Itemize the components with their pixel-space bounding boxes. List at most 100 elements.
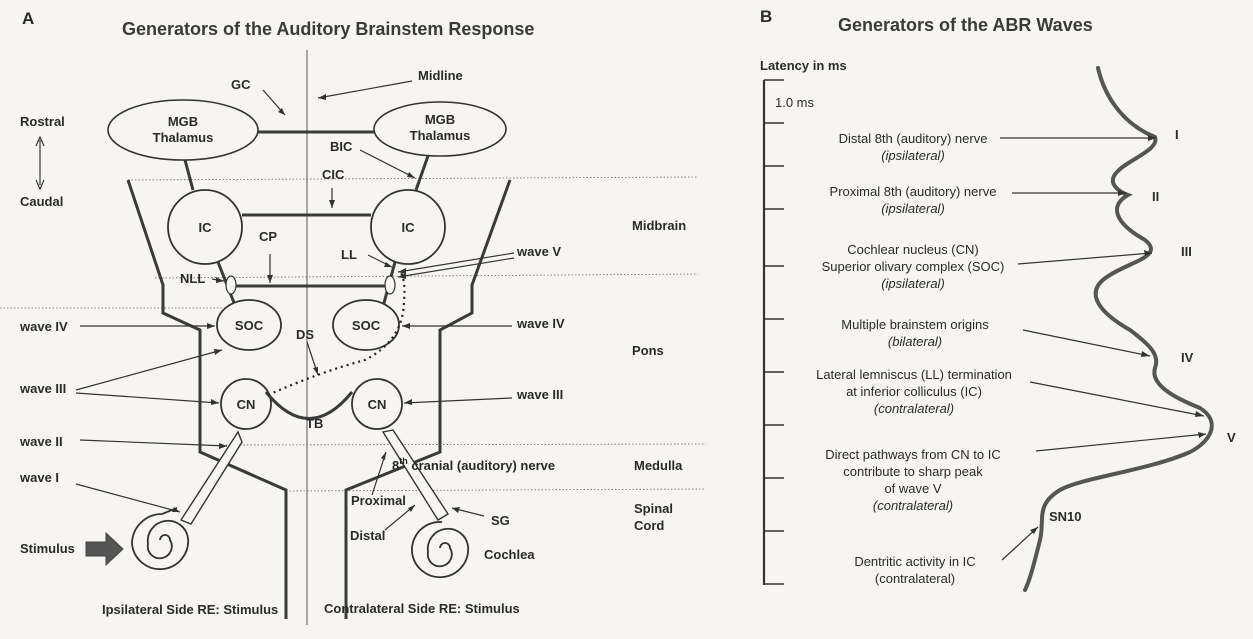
panel-a-title: Generators of the Auditory Brainstem Res… [122, 19, 534, 39]
ipsilateral-caption: Ipsilateral Side RE: Stimulus [102, 602, 278, 617]
wave-v-label: wave V [516, 244, 561, 259]
cn-right-label: CN [368, 397, 387, 412]
mgb-right-label-1: MGB [425, 112, 455, 127]
desc-6-line-1: Direct pathways from CN to IC [825, 447, 1001, 462]
abr-waveform [1023, 66, 1214, 592]
ic-left [167, 189, 243, 265]
gc-label: GC [231, 77, 251, 92]
desc-3-line-3: (ipsilateral) [881, 276, 945, 291]
desc-1-line-1: Distal 8th (auditory) nerve [839, 131, 988, 146]
ll-label: LL [341, 247, 357, 262]
desc-2-line-2: (ipsilateral) [881, 201, 945, 216]
contralateral-caption: Contralateral Side RE: Stimulus [324, 601, 520, 616]
nll-label: NLL [180, 271, 205, 286]
cn-left [220, 378, 272, 430]
cn-left-label: CN [237, 397, 256, 412]
desc-3-line-2: Superior olivary complex (SOC) [822, 259, 1005, 274]
wave-iii-marker: III [1181, 244, 1192, 259]
latency-axis-label: Latency in ms [760, 58, 847, 73]
midbrain-boundary-line [127, 176, 699, 181]
stimulus-label: Stimulus [20, 541, 75, 556]
panel-b: B Generators of the ABR Waves Latency in… [760, 7, 1236, 592]
brainstem-outline-right [344, 179, 512, 619]
panel-b-title: Generators of the ABR Waves [838, 15, 1093, 35]
cochlea-right [411, 521, 470, 579]
ds-label: DS [296, 327, 314, 342]
desc-1-line-2: (ipsilateral) [881, 148, 945, 163]
spinal-label-1: Spinal [634, 501, 673, 516]
mgb-left-label-1: MGB [168, 114, 198, 129]
wave-iii-left-label: wave III [19, 381, 66, 396]
bic-tract-right [414, 155, 430, 191]
arrowheads-b [1030, 135, 1206, 534]
wave-i-label: wave I [19, 470, 59, 485]
cochlea-left [131, 507, 190, 571]
trapezoid-body [264, 391, 354, 420]
proximal-label: Proximal [351, 493, 406, 508]
desc-7-line-2: (contralateral) [875, 571, 955, 586]
desc-5-line-3: (contralateral) [874, 401, 954, 416]
wave-i-marker: I [1175, 127, 1179, 142]
ic-right-label: IC [402, 220, 416, 235]
tick-label: 1.0 ms [775, 95, 815, 110]
nll-right [384, 275, 396, 295]
desc-7-line-1: Dentritic activity in IC [854, 554, 975, 569]
latency-ticks [764, 79, 784, 585]
auditory-nerve-right [381, 429, 449, 521]
wave-iv-marker: IV [1181, 350, 1194, 365]
leader-lines-a [75, 80, 515, 531]
sn10-marker: SN10 [1049, 509, 1082, 524]
medulla-spinal-boundary-line [285, 488, 707, 492]
panel-a: A Generators of the Auditory Brainstem R… [0, 9, 707, 625]
leader-lines-b [1000, 137, 1207, 561]
soc-right [332, 299, 400, 351]
soc-left-label: SOC [235, 318, 264, 333]
mgb-right-label-2: Thalamus [410, 128, 471, 143]
wave-iv-left-label: wave IV [19, 319, 68, 334]
spinal-label-2: Cord [634, 518, 664, 533]
wave-ii-label: wave II [19, 434, 63, 449]
mgb-right [373, 101, 507, 157]
ic-left-label: IC [199, 220, 213, 235]
medulla-label: Medulla [634, 458, 683, 473]
mgb-left [107, 99, 259, 161]
bic-tract-left [183, 159, 195, 191]
cochlea-label: Cochlea [484, 547, 535, 562]
cp-label: CP [259, 229, 277, 244]
distal-label: Distal [350, 528, 385, 543]
panel-a-letter: A [22, 9, 34, 28]
pons-label: Pons [632, 343, 664, 358]
arrow-up-icon [35, 135, 45, 147]
desc-6-line-4: (contralateral) [873, 498, 953, 513]
ic-right [370, 189, 446, 265]
rostral-label: Rostral [20, 114, 65, 129]
desc-4-line-1: Multiple brainstem origins [841, 317, 989, 332]
brainstem-outline-left [126, 179, 288, 619]
desc-5-line-2: at inferior colliculus (IC) [846, 384, 982, 399]
midline-label: Midline [418, 68, 463, 83]
nerve-label: 8th cranial (auditory) nerve [392, 456, 555, 473]
midbrain-label: Midbrain [632, 218, 686, 233]
cic-label: CIC [322, 167, 345, 182]
soc-right-label: SOC [352, 318, 381, 333]
arrowheads-a [172, 94, 460, 513]
wave-iii-right-label: wave III [516, 387, 563, 402]
caudal-label: Caudal [20, 194, 63, 209]
mgb-left-label-2: Thalamus [153, 130, 214, 145]
panel-b-letter: B [760, 7, 772, 26]
desc-2-line-1: Proximal 8th (auditory) nerve [830, 184, 997, 199]
arrow-down-icon [35, 179, 45, 191]
direct-pathway-dotted [267, 269, 406, 397]
nll-left [225, 275, 237, 295]
wave-iv-right-label: wave IV [516, 316, 565, 331]
auditory-nerve-left [179, 430, 243, 525]
desc-3-line-1: Cochlear nucleus (CN) [847, 242, 979, 257]
soc-left [216, 299, 282, 351]
cn-right [351, 378, 403, 430]
sg-label: SG [491, 513, 510, 528]
stimulus-arrow-icon [85, 531, 124, 567]
wave-ii-marker: II [1152, 189, 1159, 204]
desc-4-line-2: (bilateral) [888, 334, 942, 349]
